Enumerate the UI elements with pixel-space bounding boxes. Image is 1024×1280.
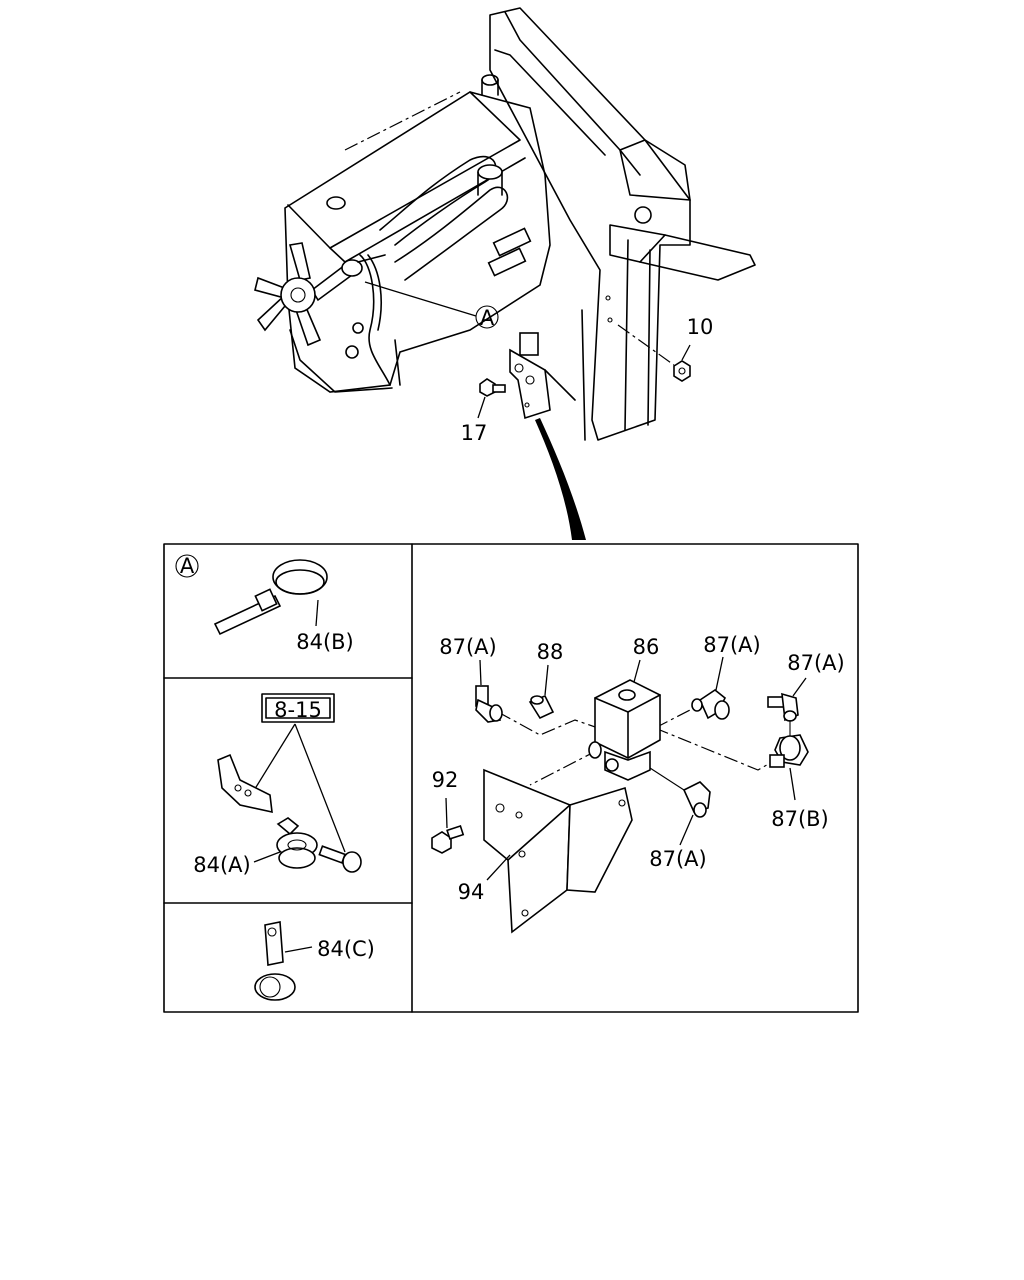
panel-clip: 84(C) — [254, 921, 375, 1001]
detail-box — [163, 543, 859, 1013]
fitting-87a-lower — [649, 767, 711, 818]
bolt-small — [318, 845, 362, 873]
fitting-87a-upper — [691, 689, 730, 720]
callout-17: 17 — [461, 421, 488, 445]
detail-arrow — [535, 418, 586, 540]
bolt-17 — [477, 378, 506, 419]
panel-valve: 86 87(A) 88 87(A) 87(A) — [431, 633, 845, 934]
nut-10 — [617, 324, 691, 382]
callout-a-circle — [475, 305, 499, 329]
bolt-92 — [431, 825, 465, 854]
ref-8-15: 8-15 — [274, 698, 322, 722]
clip-84c — [254, 921, 296, 1001]
bracket-on-frame — [509, 332, 576, 420]
callout-87a-1: 87(A) — [439, 635, 496, 659]
bracket-small — [217, 753, 273, 814]
panel-a: A 84(B) — [175, 554, 354, 654]
callout-87b: 87(B) — [771, 807, 829, 831]
fitting-87a-left — [475, 685, 503, 723]
panel-grommet: 8-15 84(A) — [193, 693, 362, 877]
callout-87a-3: 87(A) — [787, 651, 844, 675]
panel-a-circle — [175, 554, 199, 578]
callout-84a: 84(A) — [193, 853, 250, 877]
callout-87a-4: 87(A) — [649, 847, 706, 871]
callout-a-label: A — [480, 306, 495, 330]
ref-box — [261, 693, 335, 723]
fan — [254, 242, 354, 347]
solenoid-valve-86 — [588, 679, 661, 781]
grommet-84a — [276, 817, 318, 869]
cable-tie-84b — [213, 559, 328, 636]
callout-94: 94 — [458, 880, 485, 904]
callout-88: 88 — [537, 640, 564, 664]
callout-10: 10 — [687, 315, 714, 339]
callout-84c: 84(C) — [317, 937, 375, 961]
bracket-94 — [483, 768, 633, 934]
frame-rail — [489, 7, 756, 441]
callout-84b: 84(B) — [296, 630, 354, 654]
panel-a-label: A — [180, 554, 195, 578]
fitting-87a-far — [767, 692, 799, 722]
callout-87a-2: 87(A) — [703, 633, 760, 657]
callout-92: 92 — [432, 768, 459, 792]
callout-86: 86 — [633, 635, 660, 659]
engine-illustration — [254, 74, 551, 393]
fitting-88 — [528, 694, 555, 720]
fitting-87b — [769, 720, 809, 768]
